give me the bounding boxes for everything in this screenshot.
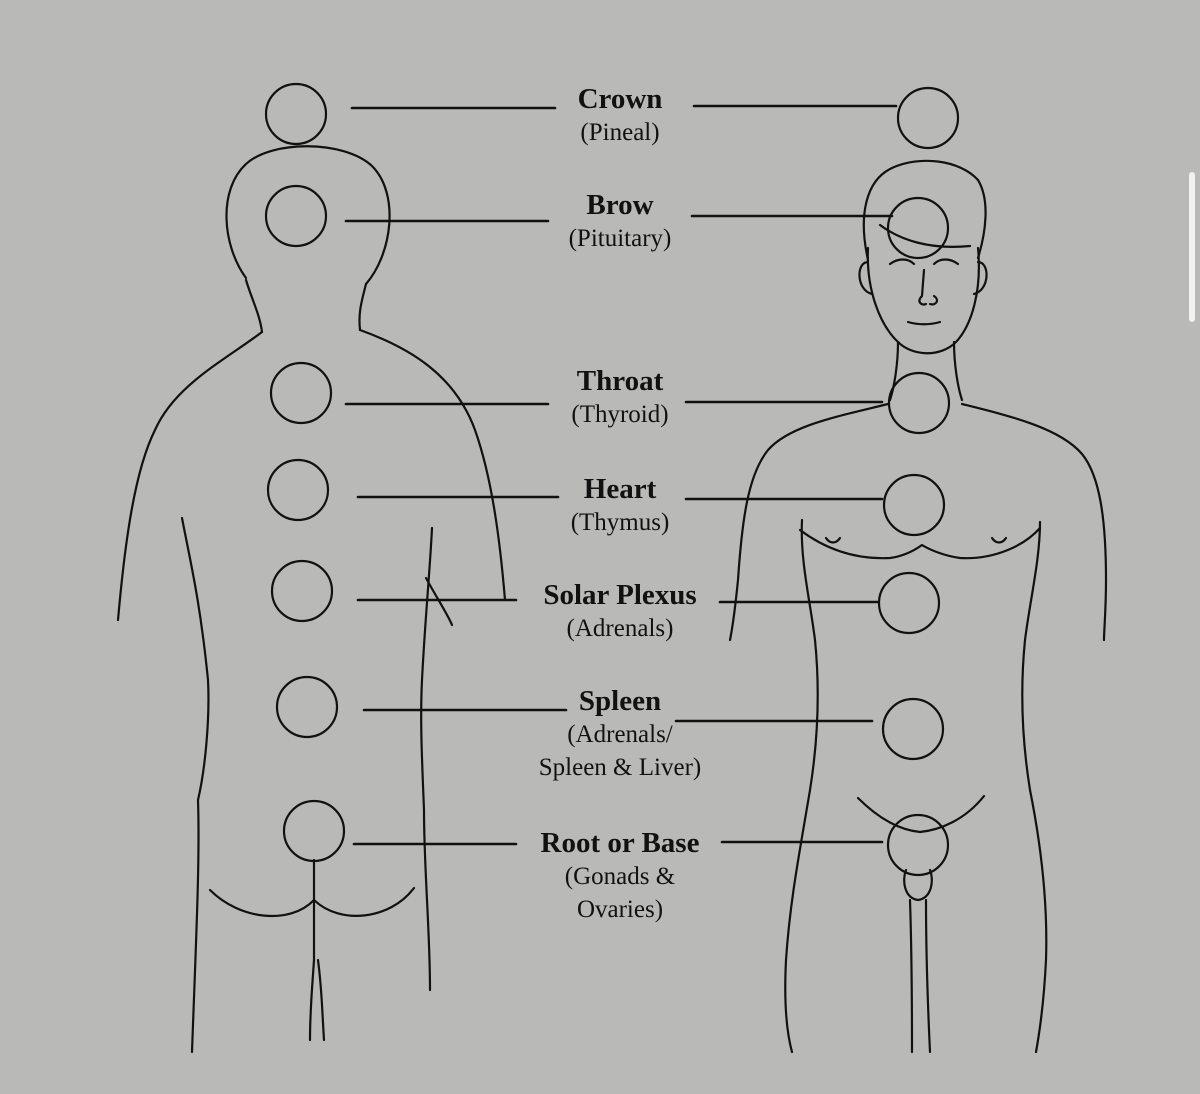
front-right-torso [1022,522,1046,1052]
gland-name: (Gonads & [480,860,760,893]
chakra-name: Solar Plexus [490,578,750,612]
gland-name: Ovaries) [480,893,760,926]
chakra-name: Crown [500,82,740,116]
gland-name: (Pineal) [500,116,740,149]
back-head-outline [226,146,389,284]
front-root-circle [888,815,948,875]
gland-name: (Pituitary) [500,222,740,255]
back-right-armpit [421,528,432,990]
front-chest [800,528,1040,558]
front-leg-inner-left [910,900,912,1052]
front-nose [919,270,937,305]
back-right-arm [360,330,505,600]
back-left-hip [192,800,199,1052]
back-gluteal-line [310,860,314,1040]
front-brow-circle [888,198,948,258]
front-left-eye [890,260,914,265]
chakra-name: Root or Base [480,826,760,860]
back-root-circle [284,801,344,861]
crown-label: Crown (Pineal) [500,82,740,149]
front-right-arm [962,404,1106,640]
back-neck-right [359,284,366,330]
back-buttocks [210,888,414,916]
front-leg-inner-right [926,900,930,1052]
chakra-name: Heart [500,472,740,506]
gland-name: (Adrenals) [490,612,750,645]
front-heart-circle [884,475,944,535]
root-label: Root or Base (Gonads & Ovaries) [480,826,760,926]
gland-name: (Adrenals/ [490,718,750,751]
front-spleen-circle [883,699,943,759]
chakra-name: Brow [500,188,740,222]
front-right-eye [934,260,958,265]
back-leg-split [318,960,324,1040]
back-spleen-circle [277,677,337,737]
front-groin [858,796,984,832]
front-right-nipple [992,538,1006,543]
brow-label: Brow (Pituitary) [500,188,740,255]
back-heart-circle [268,460,328,520]
gland-name: (Thyroid) [500,398,740,431]
gland-name: (Thymus) [500,506,740,539]
back-right-forearm [426,578,452,625]
front-mouth [908,322,940,324]
spleen-label: Spleen (Adrenals/ Spleen & Liver) [490,684,750,784]
back-throat-circle [271,363,331,423]
back-crown-circle [266,84,326,144]
throat-label: Throat (Thyroid) [500,364,740,431]
back-left-arm [118,332,262,620]
front-right-ear [974,262,987,294]
front-solar-plexus-circle [879,573,939,633]
front-crown-circle [898,88,958,148]
gland-name: Spleen & Liver) [490,751,750,784]
heart-label: Heart (Thymus) [500,472,740,539]
front-neck-right [954,342,962,400]
back-neck-left [246,280,262,332]
front-left-nipple [826,538,840,543]
front-view-figure [730,161,1106,1052]
front-throat-circle [889,373,949,433]
back-left-armpit [182,518,208,800]
solar-plexus-label: Solar Plexus (Adrenals) [490,578,750,645]
chakra-name: Spleen [490,684,750,718]
back-solar-plexus-circle [272,561,332,621]
front-left-torso [785,520,817,1052]
scrollbar[interactable] [1189,172,1195,322]
chakra-name: Throat [500,364,740,398]
back-brow-circle [266,186,326,246]
front-face [868,248,979,353]
